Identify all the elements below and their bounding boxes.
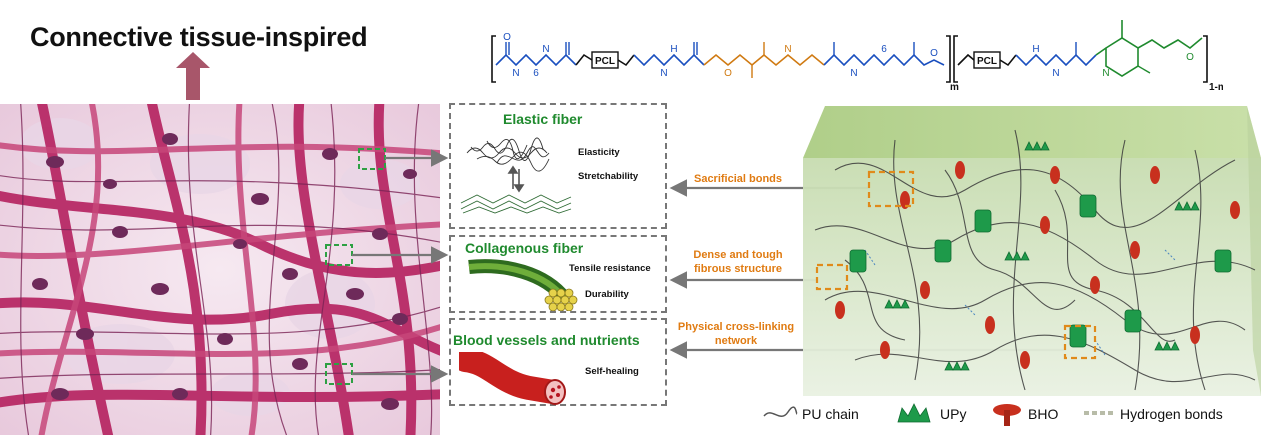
atom-n: N — [660, 68, 667, 79]
collagen-fiber-illustration — [468, 259, 578, 311]
atom-n: N — [784, 44, 791, 55]
panel-title: Elastic fiber — [503, 111, 583, 127]
atom-h2: H — [1032, 44, 1039, 55]
figure-title: Connective tissue-inspired — [30, 22, 368, 52]
subscript-1-m: 1-m — [1209, 82, 1223, 92]
polymer-network-box — [803, 106, 1261, 396]
elastic-fiber-illustration — [460, 137, 572, 214]
legend-upy: UPy — [940, 406, 967, 422]
panel-title: Blood vessels and nutrients — [453, 332, 640, 348]
bho-legend-icon — [993, 404, 1021, 426]
atom-o: O — [930, 48, 938, 59]
subscript-m: m — [950, 82, 959, 92]
atom-n: N — [542, 44, 549, 55]
atom-subscript-6: 6 — [533, 68, 539, 79]
atom-n: N — [1052, 68, 1059, 79]
connective-tissue-illustration — [0, 104, 440, 435]
hydrogen-bond-legend-icon — [1084, 411, 1116, 415]
dense-tough-label: Dense and tough fibrous structure — [693, 249, 783, 275]
atom-o: O — [724, 68, 732, 79]
blood-vessel-illustration — [459, 352, 566, 405]
durability-label: Durability — [585, 289, 629, 300]
stretchability-label: Stretchability — [578, 171, 639, 182]
pcl-label-1: PCL — [595, 56, 615, 67]
polymer-structure-formula: PCL PCL O N N 6 N H O N N 6 O H N N O m … — [491, 20, 1223, 92]
upy-legend-icon — [897, 403, 931, 423]
atom-o: O — [1186, 52, 1194, 63]
collagenous-fiber-panel: Collagenous fiber Tensile resistance Dur… — [449, 235, 667, 313]
pu-chain-legend-icon — [763, 406, 798, 418]
panel-title: Collagenous fiber — [465, 240, 584, 256]
pcl-label-2: PCL — [977, 56, 997, 67]
blood-vessels-panel: Blood vessels and nutrients Self-healing — [449, 318, 667, 406]
atom-n: N — [512, 68, 519, 79]
atom-subscript-6: 6 — [881, 44, 887, 55]
legend-hydrogen-bonds: Hydrogen bonds — [1120, 406, 1223, 422]
legend-pu-chain: PU chain — [802, 406, 859, 422]
sacrificial-bonds-label: Sacrificial bonds — [693, 173, 783, 185]
physical-crosslinking-label: Physical cross-linking network — [677, 321, 795, 347]
atom-o: O — [503, 32, 511, 43]
atom-h2: H — [670, 44, 677, 55]
elastic-fiber-panel: Elastic fiber Elasticity Stretchability — [449, 103, 667, 229]
atom-n: N — [1102, 68, 1109, 79]
elasticity-label: Elasticity — [578, 147, 620, 158]
self-healing-label: Self-healing — [585, 366, 639, 377]
atom-n: N — [850, 68, 857, 79]
up-arrow-icon — [176, 52, 210, 100]
tensile-resistance-label: Tensile resistance — [569, 263, 651, 274]
legend-bho: BHO — [1028, 406, 1059, 422]
